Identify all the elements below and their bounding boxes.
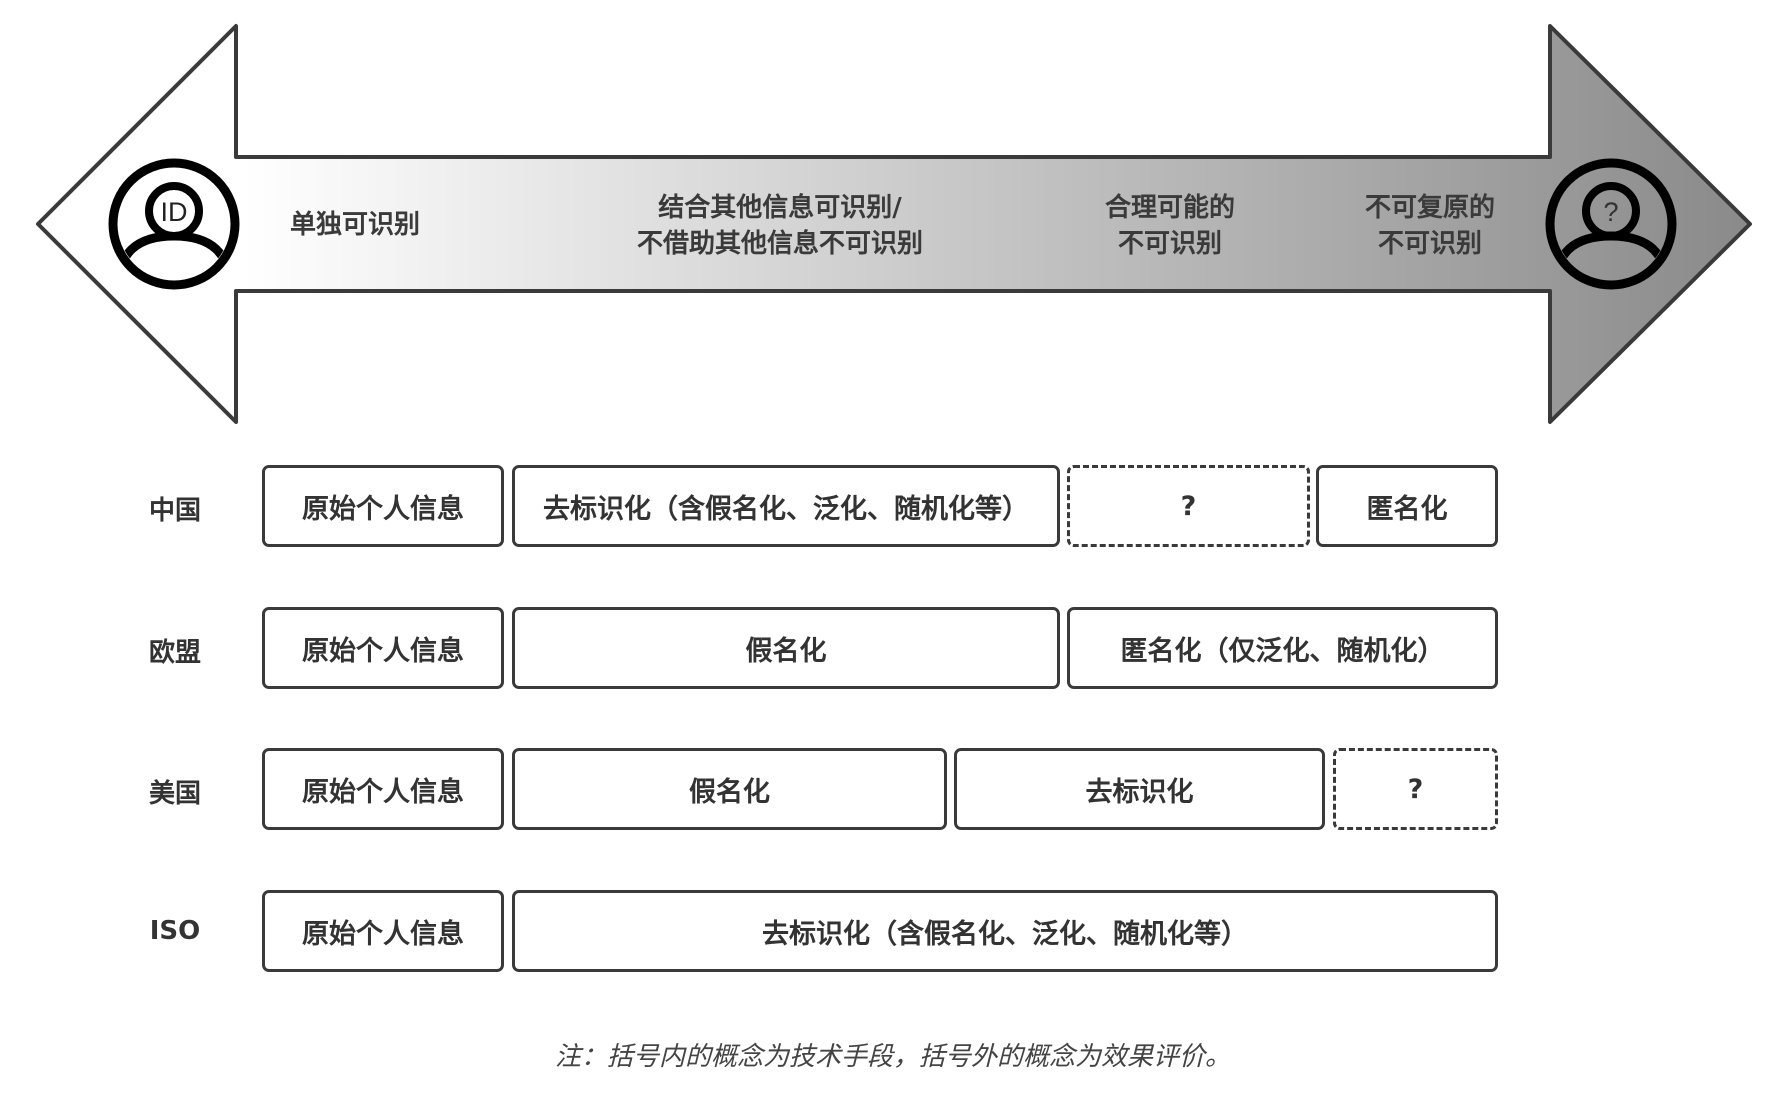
stage-line: 不可识别 [1117,229,1222,259]
cell-china-raw-personal-info: 原始个人信息 [262,465,504,547]
svg-text:?: ? [1603,197,1618,227]
stage-individually-identifiable: 单独可识别 [250,207,460,243]
cell-iso-raw-personal-info: 原始个人信息 [262,890,504,972]
cell-us-unknown: ? [1333,748,1498,830]
stage-line: 结合其他信息可识别/ [658,193,902,223]
cell-china-unknown: ? [1067,465,1310,547]
cell-iso-deidentification: 去标识化（含假名化、泛化、随机化等） [512,890,1498,972]
identified-person-icon: ID [108,158,240,290]
stage-line: 单独可识别 [289,210,420,240]
stage-identifiable-with-other-info: 结合其他信息可识别/ 不借助其他信息不可识别 [600,190,960,262]
row-label-us: 美国 [148,779,201,809]
cell-us-pseudonymization: 假名化 [512,748,947,830]
stage-line: 不可复原的 [1364,193,1495,223]
arrow-body [36,24,1752,424]
footnote: 注：括号内的概念为技术手段，括号外的概念为效果评价。 [554,1042,1231,1072]
row-label-china: 中国 [148,496,201,526]
cell-us-deidentification: 去标识化 [954,748,1325,830]
row-label-iso: ISO [149,916,201,946]
svg-text:ID: ID [161,197,188,227]
cell-eu-pseudonymization: 假名化 [512,607,1060,689]
cell-eu-anonymization: 匿名化（仅泛化、随机化） [1067,607,1498,689]
stage-line: 不借助其他信息不可识别 [636,229,923,259]
unknown-person-icon: ? [1545,158,1677,290]
stage-irreversibly-unidentifiable: 不可复原的 不可识别 [1335,190,1525,262]
stage-line: 不可识别 [1377,229,1482,259]
stage-reasonably-unidentifiable: 合理可能的 不可识别 [1075,190,1265,262]
stage-line: 合理可能的 [1104,193,1235,223]
cell-us-raw-personal-info: 原始个人信息 [262,748,504,830]
row-label-eu: 欧盟 [148,638,201,668]
cell-eu-raw-personal-info: 原始个人信息 [262,607,504,689]
double-headed-arrow: ID ? [36,24,1752,424]
cell-china-deidentification: 去标识化（含假名化、泛化、随机化等） [512,465,1060,547]
cell-china-anonymization: 匿名化 [1316,465,1498,547]
